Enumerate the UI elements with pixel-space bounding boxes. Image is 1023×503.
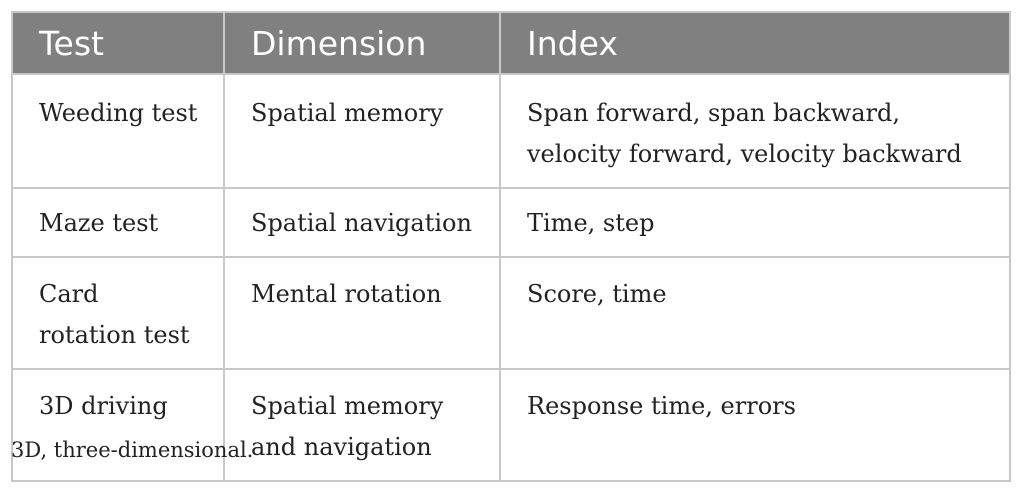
cell-test: Card rotation test bbox=[11, 256, 225, 370]
data-table-container: Test Dimension Index Weeding test Spatia… bbox=[11, 11, 1011, 482]
table-row: Weeding test Spatial memory Span forward… bbox=[11, 73, 1011, 189]
cell-dimension: Spatial memory bbox=[223, 73, 501, 189]
table-row: Maze test Spatial navigation Time, step bbox=[11, 187, 1011, 258]
cell-dimension: Spatial memory and navigation bbox=[223, 368, 501, 482]
header-dimension: Dimension bbox=[223, 11, 501, 75]
cell-dimension: Mental rotation bbox=[223, 256, 501, 370]
header-index: Index bbox=[499, 11, 1011, 75]
cell-index: Span forward, span backward, velocity fo… bbox=[499, 73, 1011, 189]
cell-dimension: Spatial navigation bbox=[223, 187, 501, 258]
table-row: Card rotation test Mental rotation Score… bbox=[11, 256, 1011, 370]
header-test: Test bbox=[11, 11, 225, 75]
cell-test: 3D driving bbox=[11, 368, 225, 482]
table-header-row: Test Dimension Index bbox=[11, 11, 1011, 75]
cell-index: Time, step bbox=[499, 187, 1011, 258]
data-table: Test Dimension Index Weeding test Spatia… bbox=[11, 11, 1011, 482]
table-footnote: 3D, three-dimensional. bbox=[11, 438, 254, 462]
cell-test: Weeding test bbox=[11, 73, 225, 189]
cell-index: Score, time bbox=[499, 256, 1011, 370]
cell-index: Response time, errors bbox=[499, 368, 1011, 482]
table-row: 3D driving Spatial memory and navigation… bbox=[11, 368, 1011, 482]
cell-test: Maze test bbox=[11, 187, 225, 258]
